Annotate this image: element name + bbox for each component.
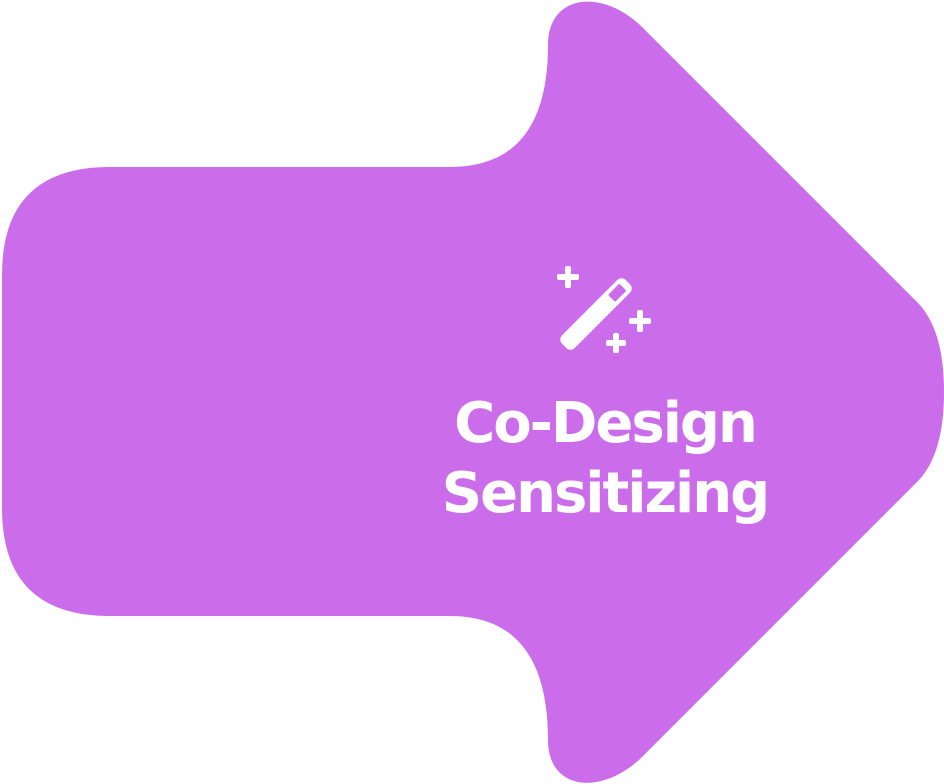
title-line-2: Sensitizing: [441, 461, 770, 526]
magic-wand-icon: [546, 258, 658, 358]
title-line-1: Co-Design: [454, 391, 758, 456]
